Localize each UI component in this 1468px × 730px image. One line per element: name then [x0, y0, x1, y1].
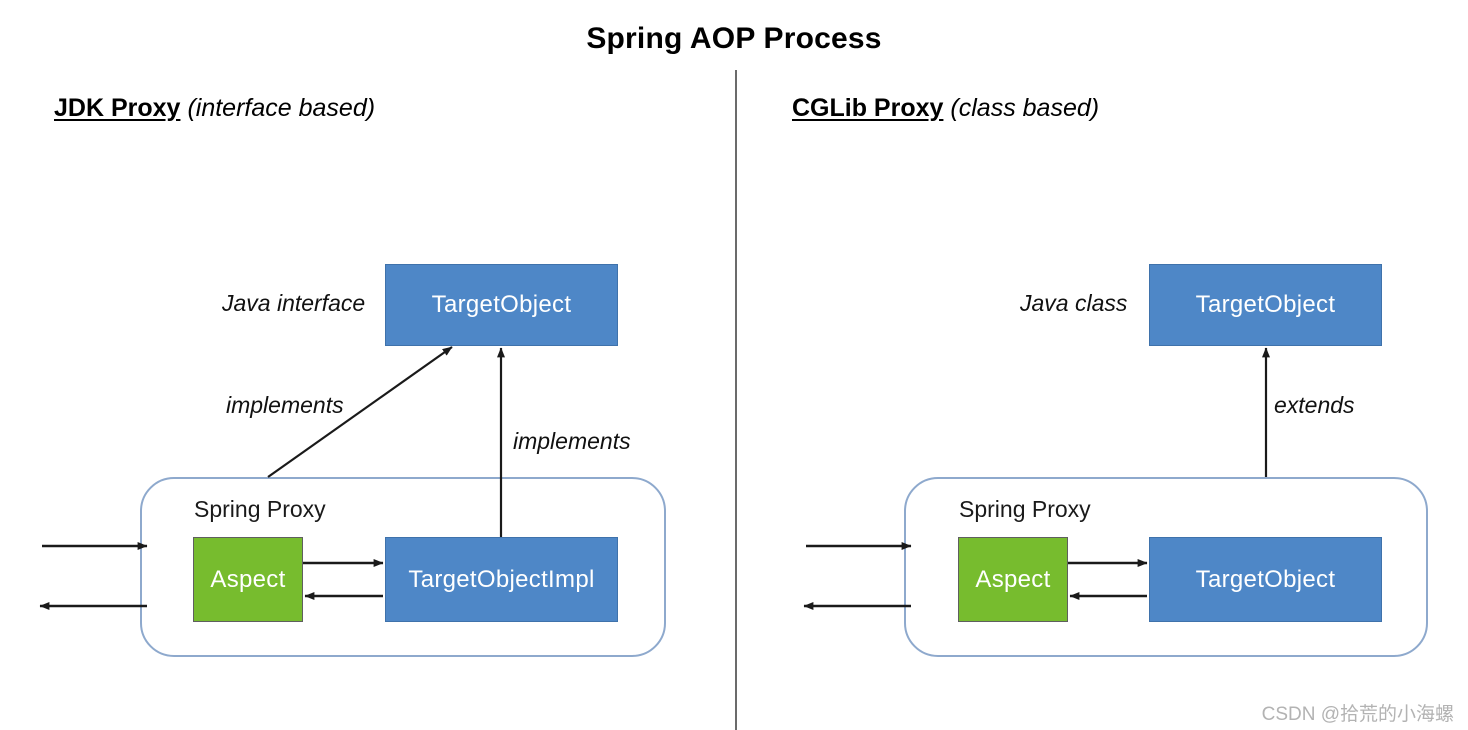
jdk-implements-diagonal-label: implements: [226, 392, 344, 418]
jdk-heading-sub: (interface based): [187, 94, 376, 122]
cglib-target-object-box[interactable]: TargetObject: [1149, 264, 1382, 346]
jdk-heading-kind: JDK Proxy: [54, 94, 181, 122]
jdk-target-object-impl-box[interactable]: TargetObjectImpl: [385, 537, 618, 622]
cglib-target-note: Java class: [1020, 290, 1128, 316]
csdn-watermark: CSDN @拾荒的小海螺: [1261, 704, 1454, 725]
jdk-implements-vertical-label: implements: [513, 428, 631, 454]
cglib-target-object-box-inner[interactable]: TargetObject: [1149, 537, 1382, 622]
jdk-target-note: Java interface: [222, 290, 366, 316]
jdk-panel-heading: JDK Proxy(interface based): [54, 94, 375, 123]
cglib-extends-label: extends: [1274, 392, 1355, 418]
jdk-aspect-box[interactable]: Aspect: [193, 537, 303, 622]
cglib-spring-proxy-label: Spring Proxy: [959, 496, 1091, 522]
cglib-aspect-box[interactable]: Aspect: [958, 537, 1068, 622]
cglib-panel-heading: CGLib Proxy(class based): [792, 94, 1099, 123]
cglib-heading-kind: CGLib Proxy: [792, 94, 944, 122]
jdk-target-object-box[interactable]: TargetObject: [385, 264, 618, 346]
cglib-heading-sub: (class based): [950, 94, 1100, 122]
jdk-spring-proxy-label: Spring Proxy: [194, 496, 326, 522]
page-title: Spring AOP Process: [586, 22, 882, 55]
panel-divider: [735, 70, 737, 730]
